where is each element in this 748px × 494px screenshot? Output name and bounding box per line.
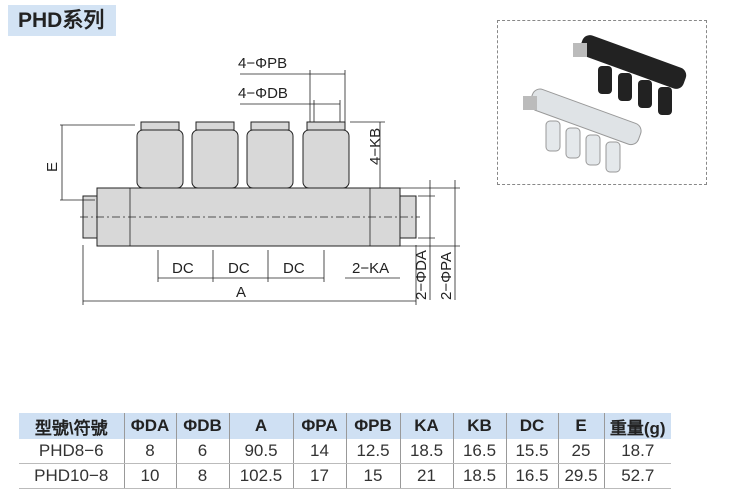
label-pb: 4−ΦPB [238,55,287,72]
cell: 17 [292,463,346,489]
col-a: A [228,413,293,439]
page-title: PHD系列 [8,5,116,36]
col-dc: DC [505,413,558,439]
label-kb: 4−KB [367,128,384,165]
cell: 18.7 [603,439,671,464]
cell: 25 [557,439,604,464]
dimension-drawing: E 4−ΦPB 4−ΦDB 4−KB DC DC DC 2−KA A 2−ΦDA… [44,55,460,305]
label-e: E [44,162,61,172]
label-a: A [236,284,246,301]
cell: 15 [345,463,400,489]
cell: 102.5 [228,463,293,489]
col-da: ΦDA [123,413,176,439]
label-ka: 2−KA [352,260,389,277]
cell: 18.5 [399,439,453,464]
col-weight: 重量(g) [603,413,671,439]
black-fitting [573,35,687,115]
cell: 6 [175,439,229,464]
branch-fittings [136,121,350,189]
cell: 21 [399,463,453,489]
table-header: 型號\符號 ΦDA ΦDB A ΦPA ΦPB KA KB DC E 重量(g) [19,413,671,439]
product-photo [497,20,707,185]
cell: 15.5 [505,439,558,464]
col-model: 型號\符號 [19,413,124,439]
cell: PHD10−8 [19,463,124,489]
label-dc-1: DC [172,260,194,277]
cell: 16.5 [452,439,506,464]
label-dc-3: DC [283,260,305,277]
spec-table: 型號\符號 ΦDA ΦDB A ΦPA ΦPB KA KB DC E 重量(g)… [19,413,671,489]
cell: 8 [175,463,229,489]
label-dc-2: DC [228,260,250,277]
col-kb: KB [452,413,506,439]
label-da: 2−ΦDA [413,250,430,300]
cell: 16.5 [505,463,558,489]
cell: 14 [292,439,346,464]
cell: PHD8−6 [19,439,124,464]
label-db: 4−ΦDB [238,85,288,102]
col-pa: ΦPA [292,413,346,439]
label-pa: 2−ΦPA [438,252,455,300]
col-e: E [557,413,604,439]
cell: 90.5 [228,439,293,464]
cell: 8 [123,439,176,464]
cell: 52.7 [603,463,671,489]
col-db: ΦDB [175,413,229,439]
col-ka: KA [399,413,453,439]
cell: 10 [123,463,176,489]
white-fitting [523,88,642,173]
cell: 18.5 [452,463,506,489]
cell: 12.5 [345,439,400,464]
cell: 29.5 [557,463,604,489]
col-pb: ΦPB [345,413,400,439]
